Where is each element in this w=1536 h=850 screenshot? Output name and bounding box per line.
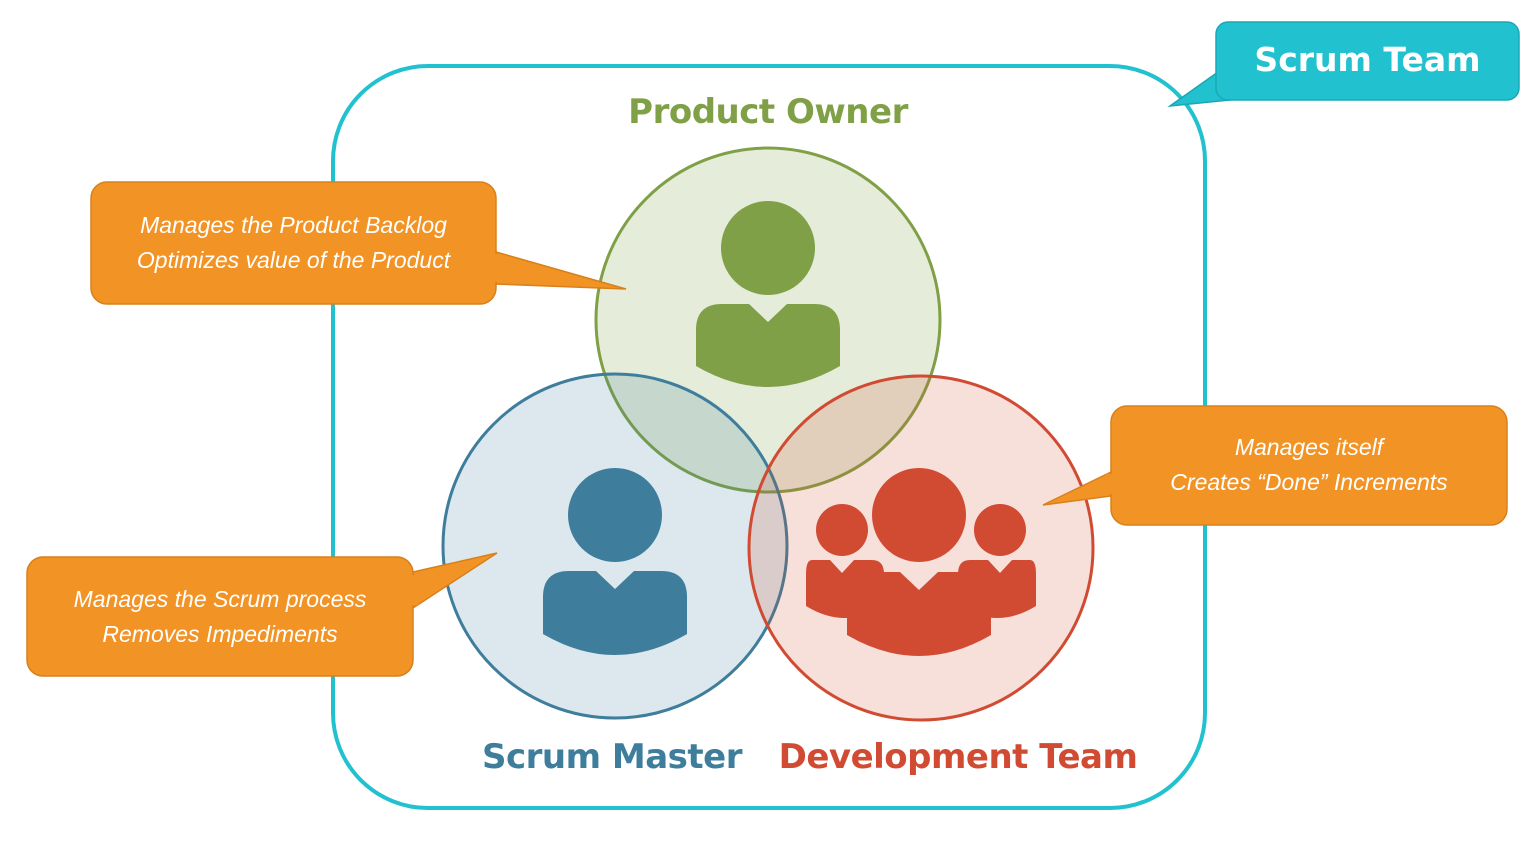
development-team-duties: Manages itself Creates “Done” Increments [1111,430,1507,500]
development-team-title: Development Team [778,737,1138,777]
scrum-team-label: Scrum Team [1254,40,1481,79]
development-team-duty-2: Creates “Done” Increments [1170,469,1448,495]
development-team-callout [1042,405,1508,526]
product-owner-title: Product Owner [628,92,908,132]
product-owner-duty-1: Manages the Product Backlog [140,212,447,238]
product-owner-callout [90,181,627,305]
scrum-master-duties: Manages the Scrum process Removes Impedi… [27,582,413,652]
product-owner-person-icon [696,201,840,387]
scrum-master-title: Scrum Master [482,737,742,777]
development-team-group-icon [806,468,1036,656]
development-team-duty-1: Manages itself [1234,434,1384,460]
product-owner-duty-2: Optimizes value of the Product [136,247,451,273]
product-owner-circle [594,146,942,494]
scrum-team-label-box [1215,21,1520,101]
scrum-master-duty-1: Manages the Scrum process [73,586,367,612]
scrum-master-callout [26,552,498,677]
scrum-master-person-icon [543,468,687,655]
product-owner-duties: Manages the Product Backlog Optimizes va… [91,208,496,278]
scrum-master-duty-2: Removes Impediments [102,621,338,647]
